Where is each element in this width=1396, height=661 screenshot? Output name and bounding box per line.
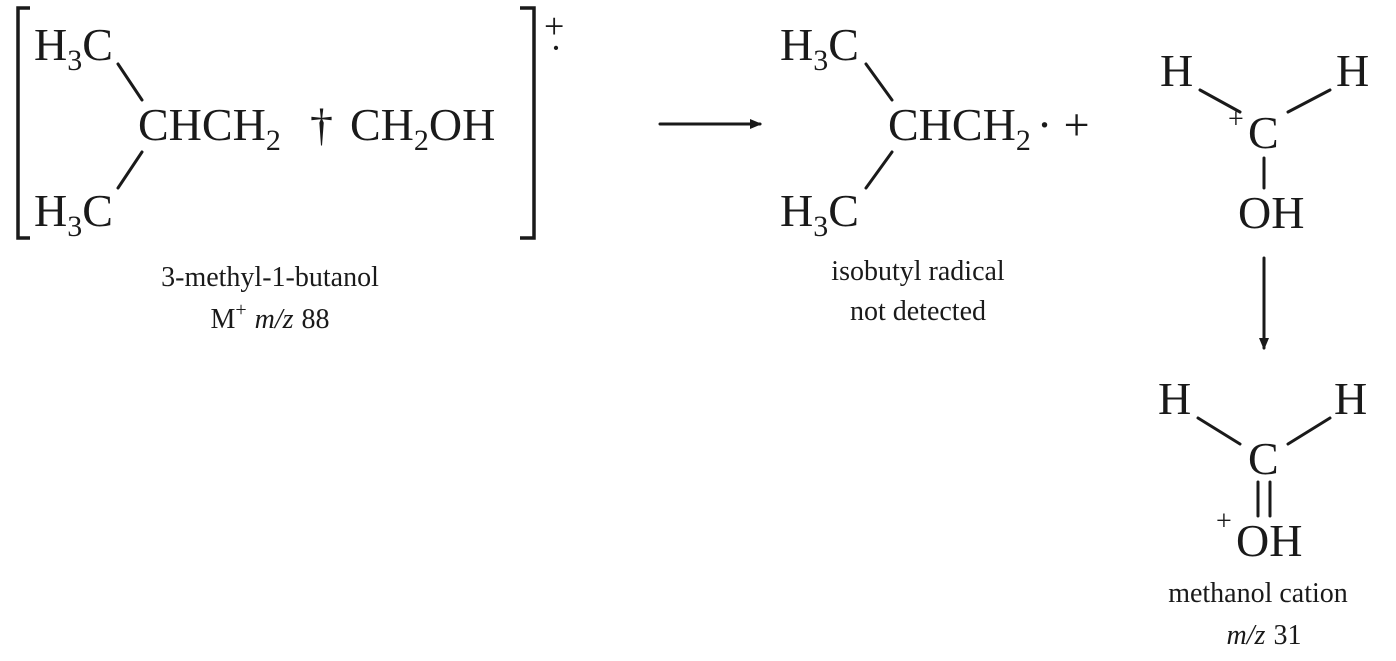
oxonium-h-left: H xyxy=(1160,45,1193,96)
radical-note: not detected xyxy=(850,296,986,327)
methanol-right-bond xyxy=(1286,416,1332,446)
isobutyl-radical-product: H3C CHCH2· + H3C isobutyl radical not de… xyxy=(780,19,1090,327)
oxonium-carbon: C xyxy=(1248,107,1279,158)
methanol-carbon: C xyxy=(1248,433,1279,484)
left-bracket xyxy=(16,6,30,240)
right-bracket xyxy=(520,6,536,240)
oxonium-cation-form: H H + C OH xyxy=(1160,45,1369,238)
reactant-top-bond xyxy=(116,62,144,102)
methanol-h-left: H xyxy=(1158,373,1191,424)
radical-chain: CHCH2· + xyxy=(888,99,1090,157)
oxonium-h-right: H xyxy=(1336,45,1369,96)
reactant-chain-left: CHCH2 xyxy=(138,99,281,157)
methanol-name: methanol cation xyxy=(1168,578,1348,609)
reactant-molecular-ion: H3C CHCH2 † CH2OH H3C + · 3-methyl-1-but… xyxy=(16,6,564,335)
oxonium-oh: OH xyxy=(1238,187,1304,238)
methanol-h-right: H xyxy=(1334,373,1367,424)
reactant-bottom-methyl: H3C xyxy=(34,185,113,243)
methanol-left-bond xyxy=(1196,416,1242,446)
radical-cation-dot: · xyxy=(550,28,562,68)
oxonium-right-bond xyxy=(1286,88,1332,114)
methanol-oh: OH xyxy=(1236,515,1302,566)
reactant-bottom-bond xyxy=(116,150,144,190)
radical-top-bond xyxy=(864,62,894,102)
methanol-charge: + xyxy=(1216,506,1232,537)
radical-bottom-methyl: H3C xyxy=(780,185,859,243)
reactant-top-methyl: H3C xyxy=(34,19,113,77)
oxonium-charge: + xyxy=(1228,104,1244,135)
reactant-name: 3-methyl-1-butanol xyxy=(161,262,379,293)
radical-bottom-bond xyxy=(864,150,894,190)
radical-top-methyl: H3C xyxy=(780,19,859,77)
reactant-chain-right: CH2OH xyxy=(350,99,495,157)
oxonium-left-bond xyxy=(1198,88,1242,114)
cleavage-mark: † xyxy=(310,99,333,150)
radical-name: isobutyl radical xyxy=(831,256,1005,287)
radical-cation-charge: + xyxy=(544,6,564,46)
